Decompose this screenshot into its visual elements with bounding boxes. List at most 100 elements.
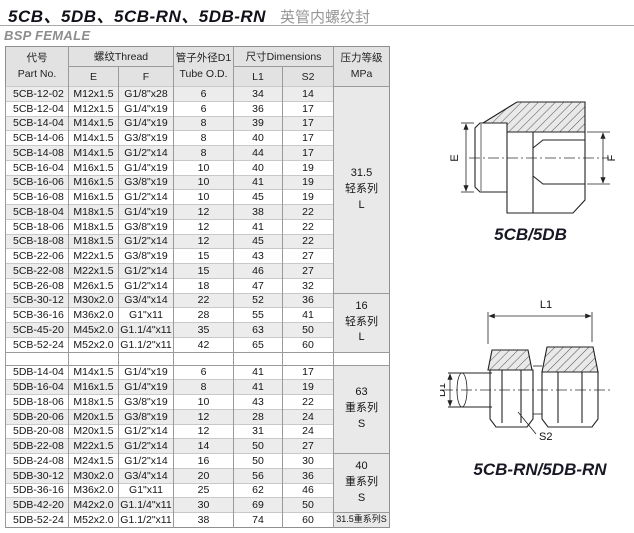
value-cell: 32 <box>281 277 334 293</box>
value-cell: 47 <box>233 277 283 293</box>
dimension-e <box>461 122 474 193</box>
value-cell: 35 <box>173 322 234 338</box>
value-cell: 62 <box>233 482 283 498</box>
diagram-5cb-5db: E F <box>449 101 618 214</box>
value-cell: 27 <box>281 438 334 454</box>
dimension-l1 <box>487 312 593 344</box>
value-cell: 22 <box>281 233 334 249</box>
value-cell: M30x2.0 <box>68 292 119 308</box>
value-cell: 56 <box>233 467 283 483</box>
value-cell: 50 <box>233 438 283 454</box>
part-no-cell: 5DB-14-04 <box>5 364 69 380</box>
pressure-group-cell: 31.5重系列S <box>333 512 390 528</box>
value-cell: 43 <box>233 394 283 410</box>
value-cell: G1/4"x19 <box>118 100 174 116</box>
col-header-e: E <box>68 66 119 87</box>
value-cell: 10 <box>173 159 234 175</box>
col-header-pressure: 压力等级 MPa <box>333 46 390 87</box>
value-cell: G1/2"x14 <box>118 263 174 279</box>
col-header-s2: S2 <box>281 66 334 87</box>
s2-leader-line <box>517 411 537 435</box>
value-cell: 17 <box>281 130 334 146</box>
diagram-5cb-rn-5db-rn: L1 D1 S2 <box>440 299 612 443</box>
col-header-dimensions: 尺寸Dimensions <box>232 46 334 67</box>
value-cell: M14x1.5 <box>68 364 119 380</box>
fitting-body-outline <box>474 101 586 214</box>
value-cell: 41 <box>233 364 283 380</box>
value-cell: 15 <box>173 248 234 264</box>
col-header-f: F <box>118 66 174 87</box>
value-cell: G3/8"x19 <box>118 408 174 424</box>
value-cell: 41 <box>233 379 283 395</box>
value-cell: 40 <box>233 130 283 146</box>
value-cell: 12 <box>173 233 234 249</box>
value-cell: 44 <box>233 145 283 161</box>
value-cell: 14 <box>281 86 334 102</box>
value-cell: G1/4"x19 <box>118 379 174 395</box>
value-cell: 36 <box>281 292 334 308</box>
part-no-cell: 5CB-16-04 <box>5 159 69 175</box>
value-cell: 16 <box>173 453 234 469</box>
part-no-cell: 5CB-16-06 <box>5 174 69 190</box>
value-cell: 12 <box>173 204 234 220</box>
part-no-cell: 5CB-45-20 <box>5 322 69 338</box>
part-no-cell: 5CB-18-08 <box>5 233 69 249</box>
part-no-cell: 5DB-18-06 <box>5 394 69 410</box>
value-cell: M24x1.5 <box>68 453 119 469</box>
value-cell: 12 <box>173 218 234 234</box>
value-cell: M36x2.0 <box>68 482 119 498</box>
value-cell: 41 <box>233 174 283 190</box>
value-cell: 14 <box>173 438 234 454</box>
value-cell: M18x1.5 <box>68 204 119 220</box>
value-cell: 63 <box>233 322 283 338</box>
value-cell: G1/2"x14 <box>118 277 174 293</box>
part-no-cell: 5CB-14-08 <box>5 145 69 161</box>
value-cell: 41 <box>233 218 283 234</box>
value-cell: 50 <box>281 497 334 513</box>
value-cell: G3/8"x19 <box>118 394 174 410</box>
value-cell: M18x1.5 <box>68 394 119 410</box>
part-no-cell: 5CB-18-06 <box>5 218 69 234</box>
value-cell: 69 <box>233 497 283 513</box>
value-cell: G1"x11 <box>118 482 174 498</box>
part-no-cell: 5DB-42-20 <box>5 497 69 513</box>
value-cell: M52x2.0 <box>68 336 119 352</box>
value-cell: G1/2"x14 <box>118 423 174 439</box>
part-no-cell: 5DB-20-06 <box>5 408 69 424</box>
value-cell: 6 <box>173 364 234 380</box>
value-cell: 50 <box>233 453 283 469</box>
value-cell: G3/8"x19 <box>118 218 174 234</box>
value-cell: M20x1.5 <box>68 423 119 439</box>
swivel-nut <box>487 349 534 428</box>
col-header-thread: 螺纹Thread <box>68 46 174 67</box>
dim-label-d1: D1 <box>440 383 448 397</box>
value-cell: 8 <box>173 115 234 131</box>
value-cell: M18x1.5 <box>68 233 119 249</box>
value-cell: G3/8"x19 <box>118 248 174 264</box>
value-cell: 55 <box>233 307 283 323</box>
value-cell: G1/2"x14 <box>118 145 174 161</box>
part-no-cell: 5DB-52-24 <box>5 512 69 528</box>
value-cell: M14x1.5 <box>68 130 119 146</box>
